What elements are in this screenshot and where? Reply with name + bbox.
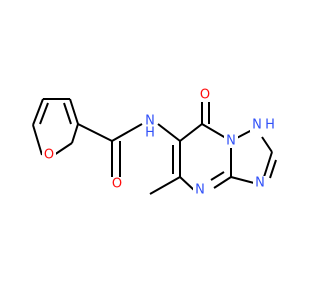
bridgehead-nitrogen-label: N	[226, 134, 236, 149]
triazole-nitrogen-1-label: N	[252, 118, 262, 133]
amide-hydrogen-label: H	[145, 126, 155, 141]
triazole-hydrogen-label: H	[265, 118, 275, 133]
bond-furan-c5-c4-double	[39, 102, 49, 125]
carbonyl-oxygen-label: O	[112, 177, 122, 192]
bond-carbonyl-n	[111, 123, 143, 142]
bond-c2-n3	[263, 151, 273, 178]
bond-furan-c5-c4	[32, 98, 44, 126]
pyrimidine-nitrogen-label: N	[195, 183, 205, 198]
bond-furan-c3-c2-double	[63, 102, 72, 125]
bond-furan-c2-top	[71, 123, 79, 144]
bond-c2-n3-double	[269, 159, 277, 179]
bonds	[32, 98, 277, 195]
keto-oxygen-label: O	[200, 88, 210, 103]
atom-labels: O O N H O N N N N H	[44, 88, 275, 198]
bond-furan-c3-c2	[69, 98, 79, 125]
structure-diagram: O O N H O N N N N H	[32, 88, 277, 198]
bond-c2-carbonyl	[77, 123, 113, 142]
bond-c3a-n4	[213, 176, 232, 189]
bond-n4-c5	[179, 176, 195, 191]
triazole-nitrogen-3-label: N	[255, 176, 265, 191]
bond-c3a-n4-double	[210, 171, 225, 181]
furan-oxygen-label: O	[44, 148, 54, 163]
bond-n1-c2	[261, 136, 273, 153]
label-masks	[42, 88, 276, 197]
molecule-drawing: O O N H O N N N N H	[32, 88, 277, 198]
bond-furan-o-c5	[32, 124, 43, 156]
amide-nitrogen-label: N	[145, 114, 155, 129]
bond-n-c6	[157, 123, 181, 142]
bond-furan-c2-o	[53, 142, 73, 156]
bond-n3-c3a	[230, 176, 255, 184]
bond-c5-methyl	[149, 176, 181, 195]
bond-c6-c7	[179, 123, 203, 142]
